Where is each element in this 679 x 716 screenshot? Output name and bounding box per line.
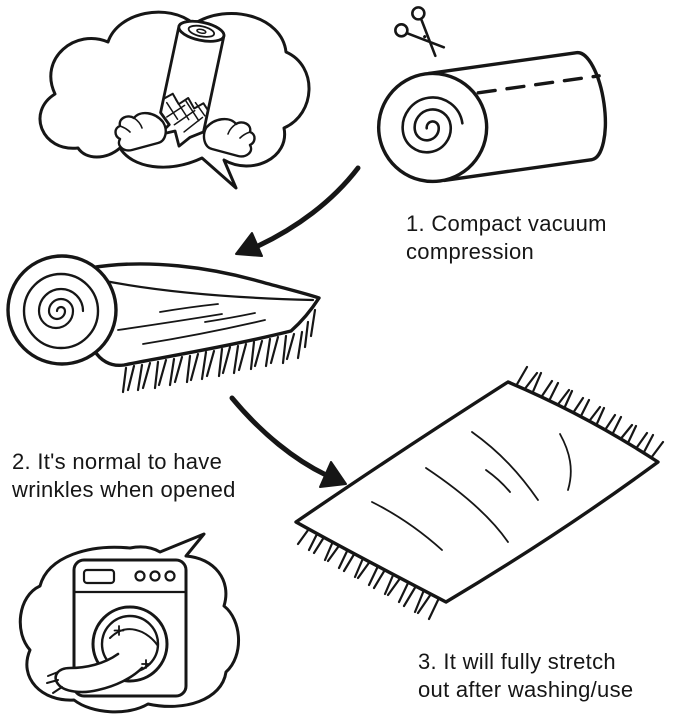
right-hand [202,117,256,158]
left-hand [114,111,167,152]
tear-hatching [166,98,206,133]
arrow-down-right-icon [229,395,347,488]
washing-machine-speech-bubble [18,532,240,714]
tear-zigzag [162,92,210,112]
dashed-cut-line [476,74,601,95]
rug-outline [294,380,660,604]
folded-wrinkled-blanket [6,254,321,394]
scissors-icon [394,6,446,58]
machine-display [82,568,116,585]
sheet-fold-line [98,278,315,302]
caption-step2-line2: wrinkles when opened [12,477,236,502]
spill-fringe [46,671,63,694]
machine-knob [134,570,146,582]
roll-end-face [376,71,489,184]
arrow-down-left-icon [235,165,361,257]
rug-fringe-left [296,524,441,621]
caption-step1-line1: 1. Compact vacuum [406,211,607,236]
rug-fringe-right [514,365,665,460]
blanket-spilling-out [54,652,144,694]
machine-knob [164,570,176,582]
caption-step1-line2: compression [406,239,535,264]
roll-spiral [401,96,464,154]
machine-knob [149,570,161,582]
caption-step2: 2. It's normal to have wrinkles when ope… [12,448,236,504]
fringe [121,308,317,394]
spread-out-blanket [294,365,665,621]
sparkles [113,625,151,669]
roll-spiral-core [37,287,85,330]
wrinkle-lines [117,303,266,345]
caption-step1: 1. Compact vacuum compression [406,210,607,266]
caption-step2-line1: 2. It's normal to have [12,449,223,474]
caption-step3: 3. It will fully stretch out after washi… [418,648,633,704]
roll-inner-ring [22,272,100,350]
caption-step3-line1: 3. It will fully stretch [418,649,616,674]
sheet [88,262,321,368]
vacuum-package [157,19,226,148]
thought-bubble-open-package [38,10,311,190]
caption-step3-line2: out after washing/use [418,677,634,702]
rug-wrinkles [371,431,572,551]
rolled-compressed-blanket [376,50,608,184]
